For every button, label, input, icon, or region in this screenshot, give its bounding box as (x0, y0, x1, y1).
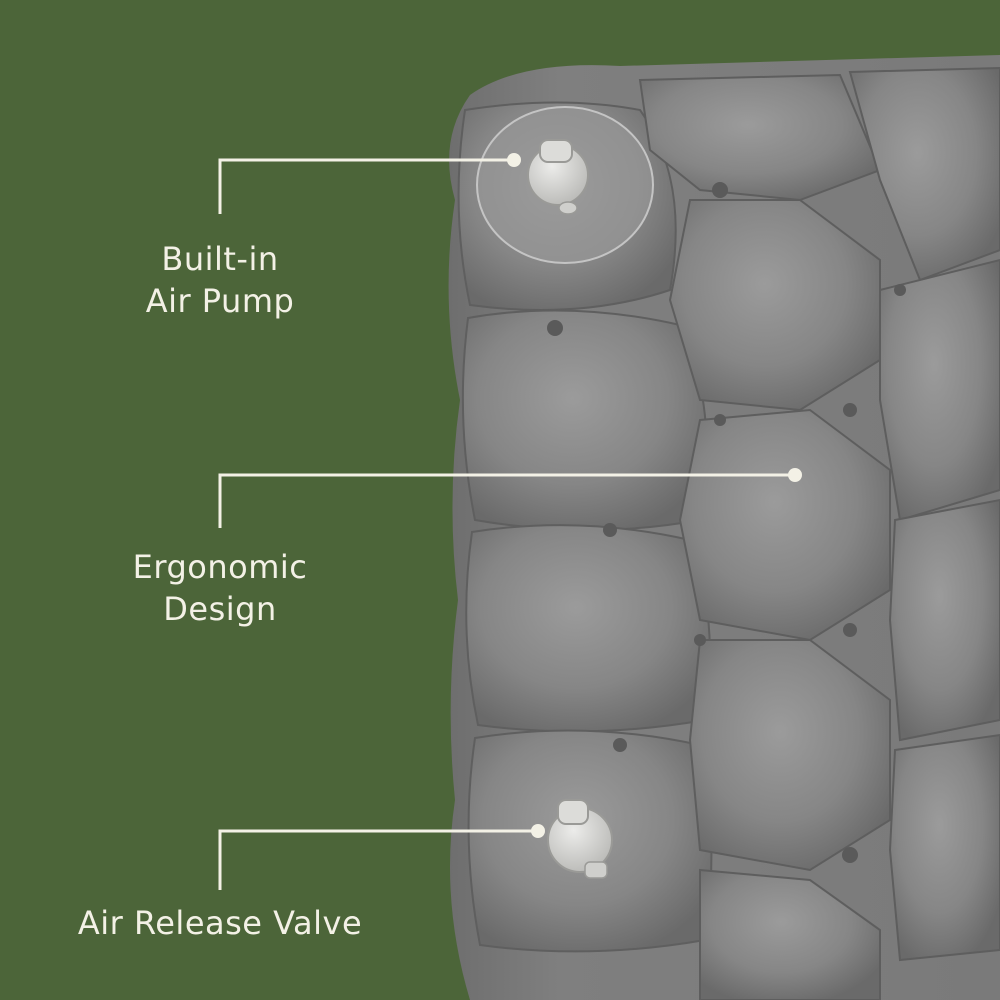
callout-label-ergonomic-line2: Design (163, 590, 277, 628)
pump-valve (527, 139, 589, 215)
callout-label-pump-line2: Air Pump (145, 282, 295, 320)
callout-label-pump: Built-in Air Pump (120, 238, 320, 322)
release-valve (547, 799, 613, 879)
callout-label-valve-line1: Air Release Valve (77, 904, 363, 942)
callout-label-ergonomic-line1: Ergonomic (132, 548, 308, 586)
callout-label-pump-line1: Built-in (161, 240, 279, 278)
callout-label-ergonomic: Ergonomic Design (100, 546, 340, 630)
callout-label-valve: Air Release Valve (40, 902, 400, 944)
